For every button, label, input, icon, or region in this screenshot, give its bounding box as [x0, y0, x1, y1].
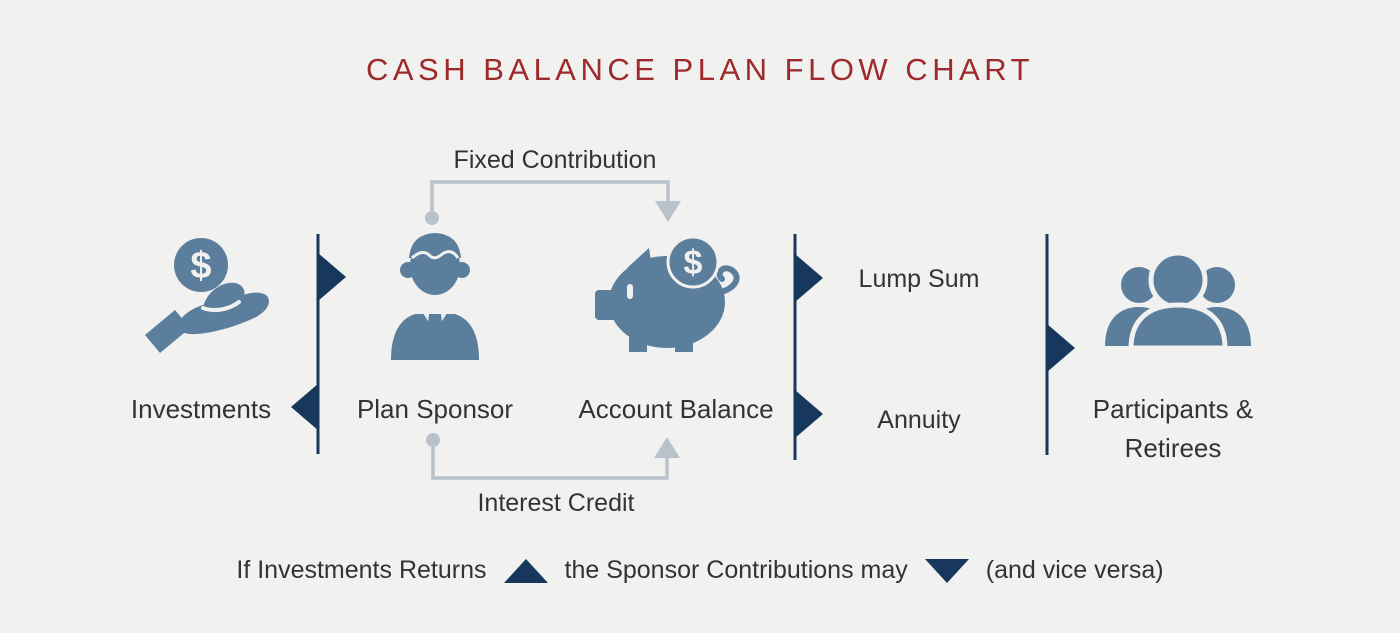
interest-credit-label: Interest Credit: [477, 489, 635, 517]
account-balance-piggy-bank-icon: $: [595, 236, 740, 352]
piggy-coin-dollar-glyph: $: [684, 244, 703, 282]
fixed-contribution-label: Fixed Contribution: [453, 146, 657, 174]
footnote-text-2: the Sponsor Contributions may: [564, 556, 908, 584]
payout-arrows-icon: [793, 234, 823, 460]
investments-sponsor-arrows-icon: [291, 234, 346, 454]
participants-people-icon: [1105, 250, 1251, 350]
account-balance-label: Account Balance: [578, 394, 774, 424]
increase-triangle-icon: [503, 558, 548, 583]
footnote-text-1: If Investments Returns: [236, 556, 487, 584]
investments-hand-coin-icon: $: [145, 238, 269, 353]
coin-dollar-glyph: $: [190, 245, 211, 287]
footnote: If Investments Returns the Sponsor Contr…: [0, 556, 1400, 585]
lump-sum-label: Lump Sum: [858, 265, 980, 293]
investments-label: Investments: [130, 394, 272, 424]
participants-label-line2: Retirees: [1124, 433, 1222, 463]
annuity-label: Annuity: [877, 406, 961, 434]
interest-credit-connector-icon: [426, 433, 680, 480]
fixed-contribution-connector-icon: [425, 180, 681, 225]
plan-sponsor-label: Plan Sponsor: [356, 394, 514, 424]
page-title: CASH BALANCE PLAN FLOW CHART: [365, 52, 1035, 87]
participants-label: Participants & Retirees: [1053, 390, 1293, 468]
participants-arrow-icon: [1045, 234, 1075, 455]
decrease-triangle-icon: [924, 558, 969, 583]
plan-sponsor-businessman-icon: [391, 233, 479, 360]
footnote-text-3: (and vice versa): [985, 556, 1164, 584]
participants-label-line1: Participants &: [1092, 394, 1254, 424]
